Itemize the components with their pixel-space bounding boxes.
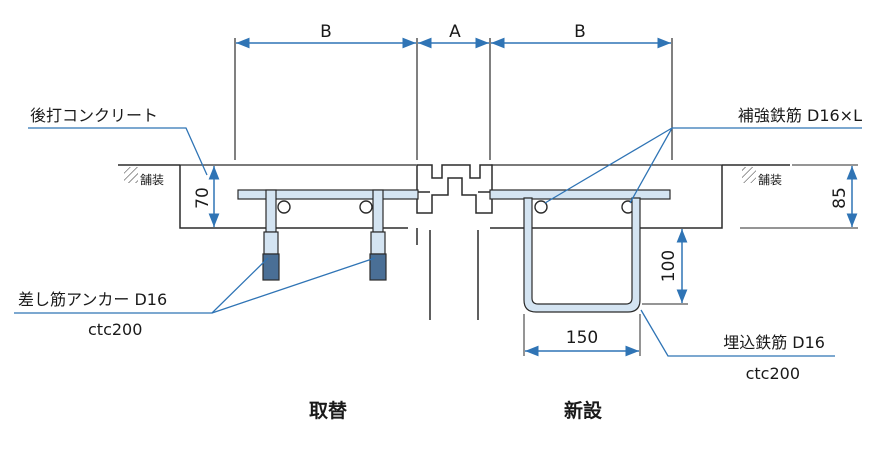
rebar-section-circles <box>277 200 635 214</box>
embedded-bar-label: 埋込鉄筋 D16 <box>723 333 825 352</box>
dimension-100: 100 <box>642 227 688 305</box>
pavement-right-label: 舗装 <box>758 173 782 187</box>
dimension-b-right-label: B <box>574 22 586 42</box>
anchor-bar-1 <box>262 189 280 281</box>
leader-anchor-bar <box>14 257 376 314</box>
rebar-horizontal-right <box>489 189 671 200</box>
concrete-outline-right <box>477 165 723 320</box>
leader-reinforcing-bar <box>544 127 862 204</box>
leader-post-concrete <box>28 127 208 176</box>
dimension-a-gap: A <box>418 22 489 49</box>
pavement-right: 舗装 <box>722 164 790 187</box>
dimension-150-label: 150 <box>566 328 598 348</box>
dimension-b-left: B <box>236 22 416 49</box>
dimension-70-label: 70 <box>193 187 213 209</box>
embedded-pitch-label: ctc200 <box>746 364 800 383</box>
top-extension-lines <box>234 38 673 160</box>
dimension-100-label: 100 <box>659 250 679 282</box>
embedded-u-bar <box>523 197 641 313</box>
post-concrete-label: 後打コンクリート <box>30 106 158 125</box>
concrete-outline-left <box>179 165 431 320</box>
anchor-bar-label: 差し筋アンカー D16 <box>18 290 167 309</box>
anchor-pitch-label: ctc200 <box>88 320 142 339</box>
dimension-85-label: 85 <box>830 187 850 209</box>
rebar-horizontal-left <box>237 189 419 200</box>
dimension-85: 85 <box>740 164 858 229</box>
pavement-left-label: 舗装 <box>140 173 164 187</box>
dimension-b-left-label: B <box>320 22 332 42</box>
caption-replacement: 取替 <box>309 399 348 422</box>
anchor-bar-2 <box>369 189 387 281</box>
dimension-a-label: A <box>449 22 461 42</box>
dimension-150: 150 <box>523 314 641 357</box>
pavement-left: 舗装 <box>118 164 180 187</box>
dimension-70: 70 <box>193 166 220 227</box>
reinforcing-bar-label: 補強鉄筋 D16×L <box>738 106 862 125</box>
dimension-b-right: B <box>491 22 671 49</box>
expansion-joint-core <box>410 164 500 214</box>
leader-embedded-bar <box>640 309 835 357</box>
caption-new-install: 新設 <box>564 399 603 422</box>
